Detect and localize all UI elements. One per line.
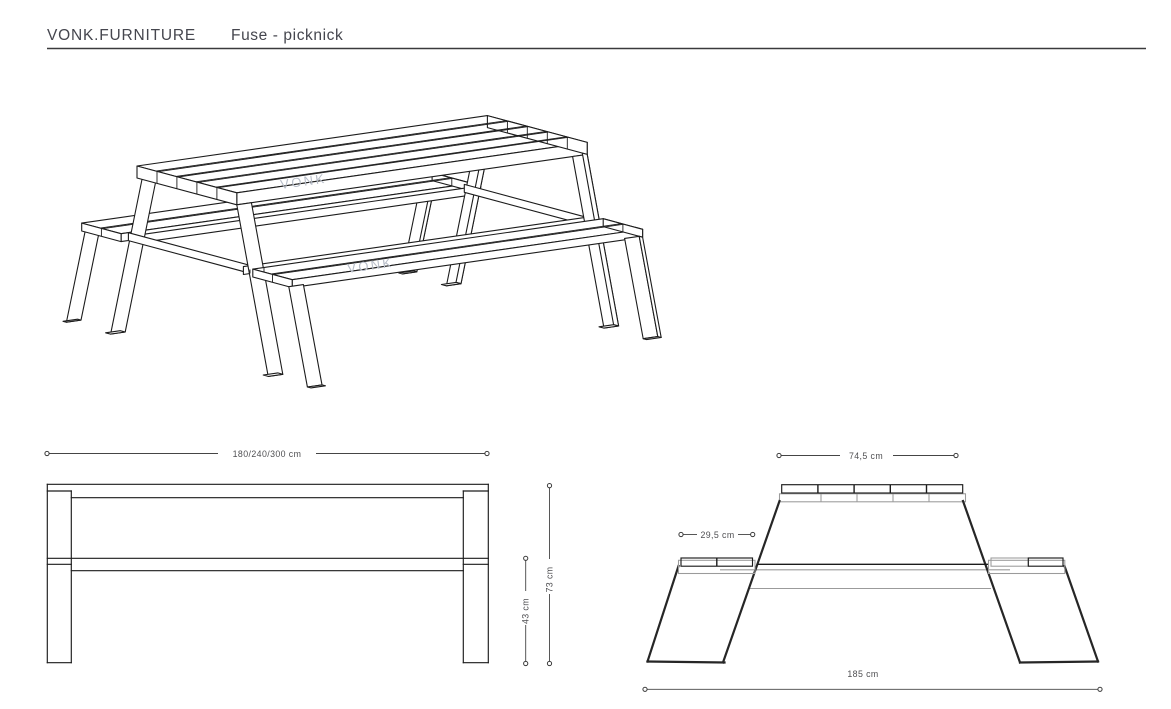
dimension-bench-depth: 29,5 cm [678, 530, 756, 540]
header: VONK.FURNITURE Fuse - picknick [47, 27, 1146, 50]
dimension-bench-height: 43 cm [521, 555, 531, 667]
dimension-floor-width: 185 cm [642, 669, 1103, 692]
isometric-view: VONK VONK [62, 115, 662, 389]
dimension-label-top-width: 74,5 cm [849, 451, 883, 461]
brand-title: VONK.FURNITURE [47, 27, 196, 44]
watermark-tabletop: VONK [279, 171, 327, 192]
dimension-top-width: 74,5 cm [776, 451, 959, 461]
dimension-label-floor-width: 185 cm [847, 669, 878, 679]
dimension-label-table-height: 73 cm [545, 567, 555, 593]
dimension-overall-width: 180/240/300 cm [44, 449, 490, 459]
dimension-label-width: 180/240/300 cm [233, 449, 302, 459]
side-elevation-view: 74,5 cm 29,5 cm [642, 451, 1103, 692]
dimension-label-bench-depth: 29,5 cm [700, 530, 734, 540]
watermark-bench: VONK [346, 255, 394, 276]
front-elevation-view: 180/240/300 cm 43 cm 73 cm [44, 449, 555, 667]
dimension-label-bench-height: 43 cm [521, 598, 531, 624]
dimension-table-height: 73 cm [545, 483, 555, 667]
product-title: Fuse - picknick [231, 27, 343, 44]
